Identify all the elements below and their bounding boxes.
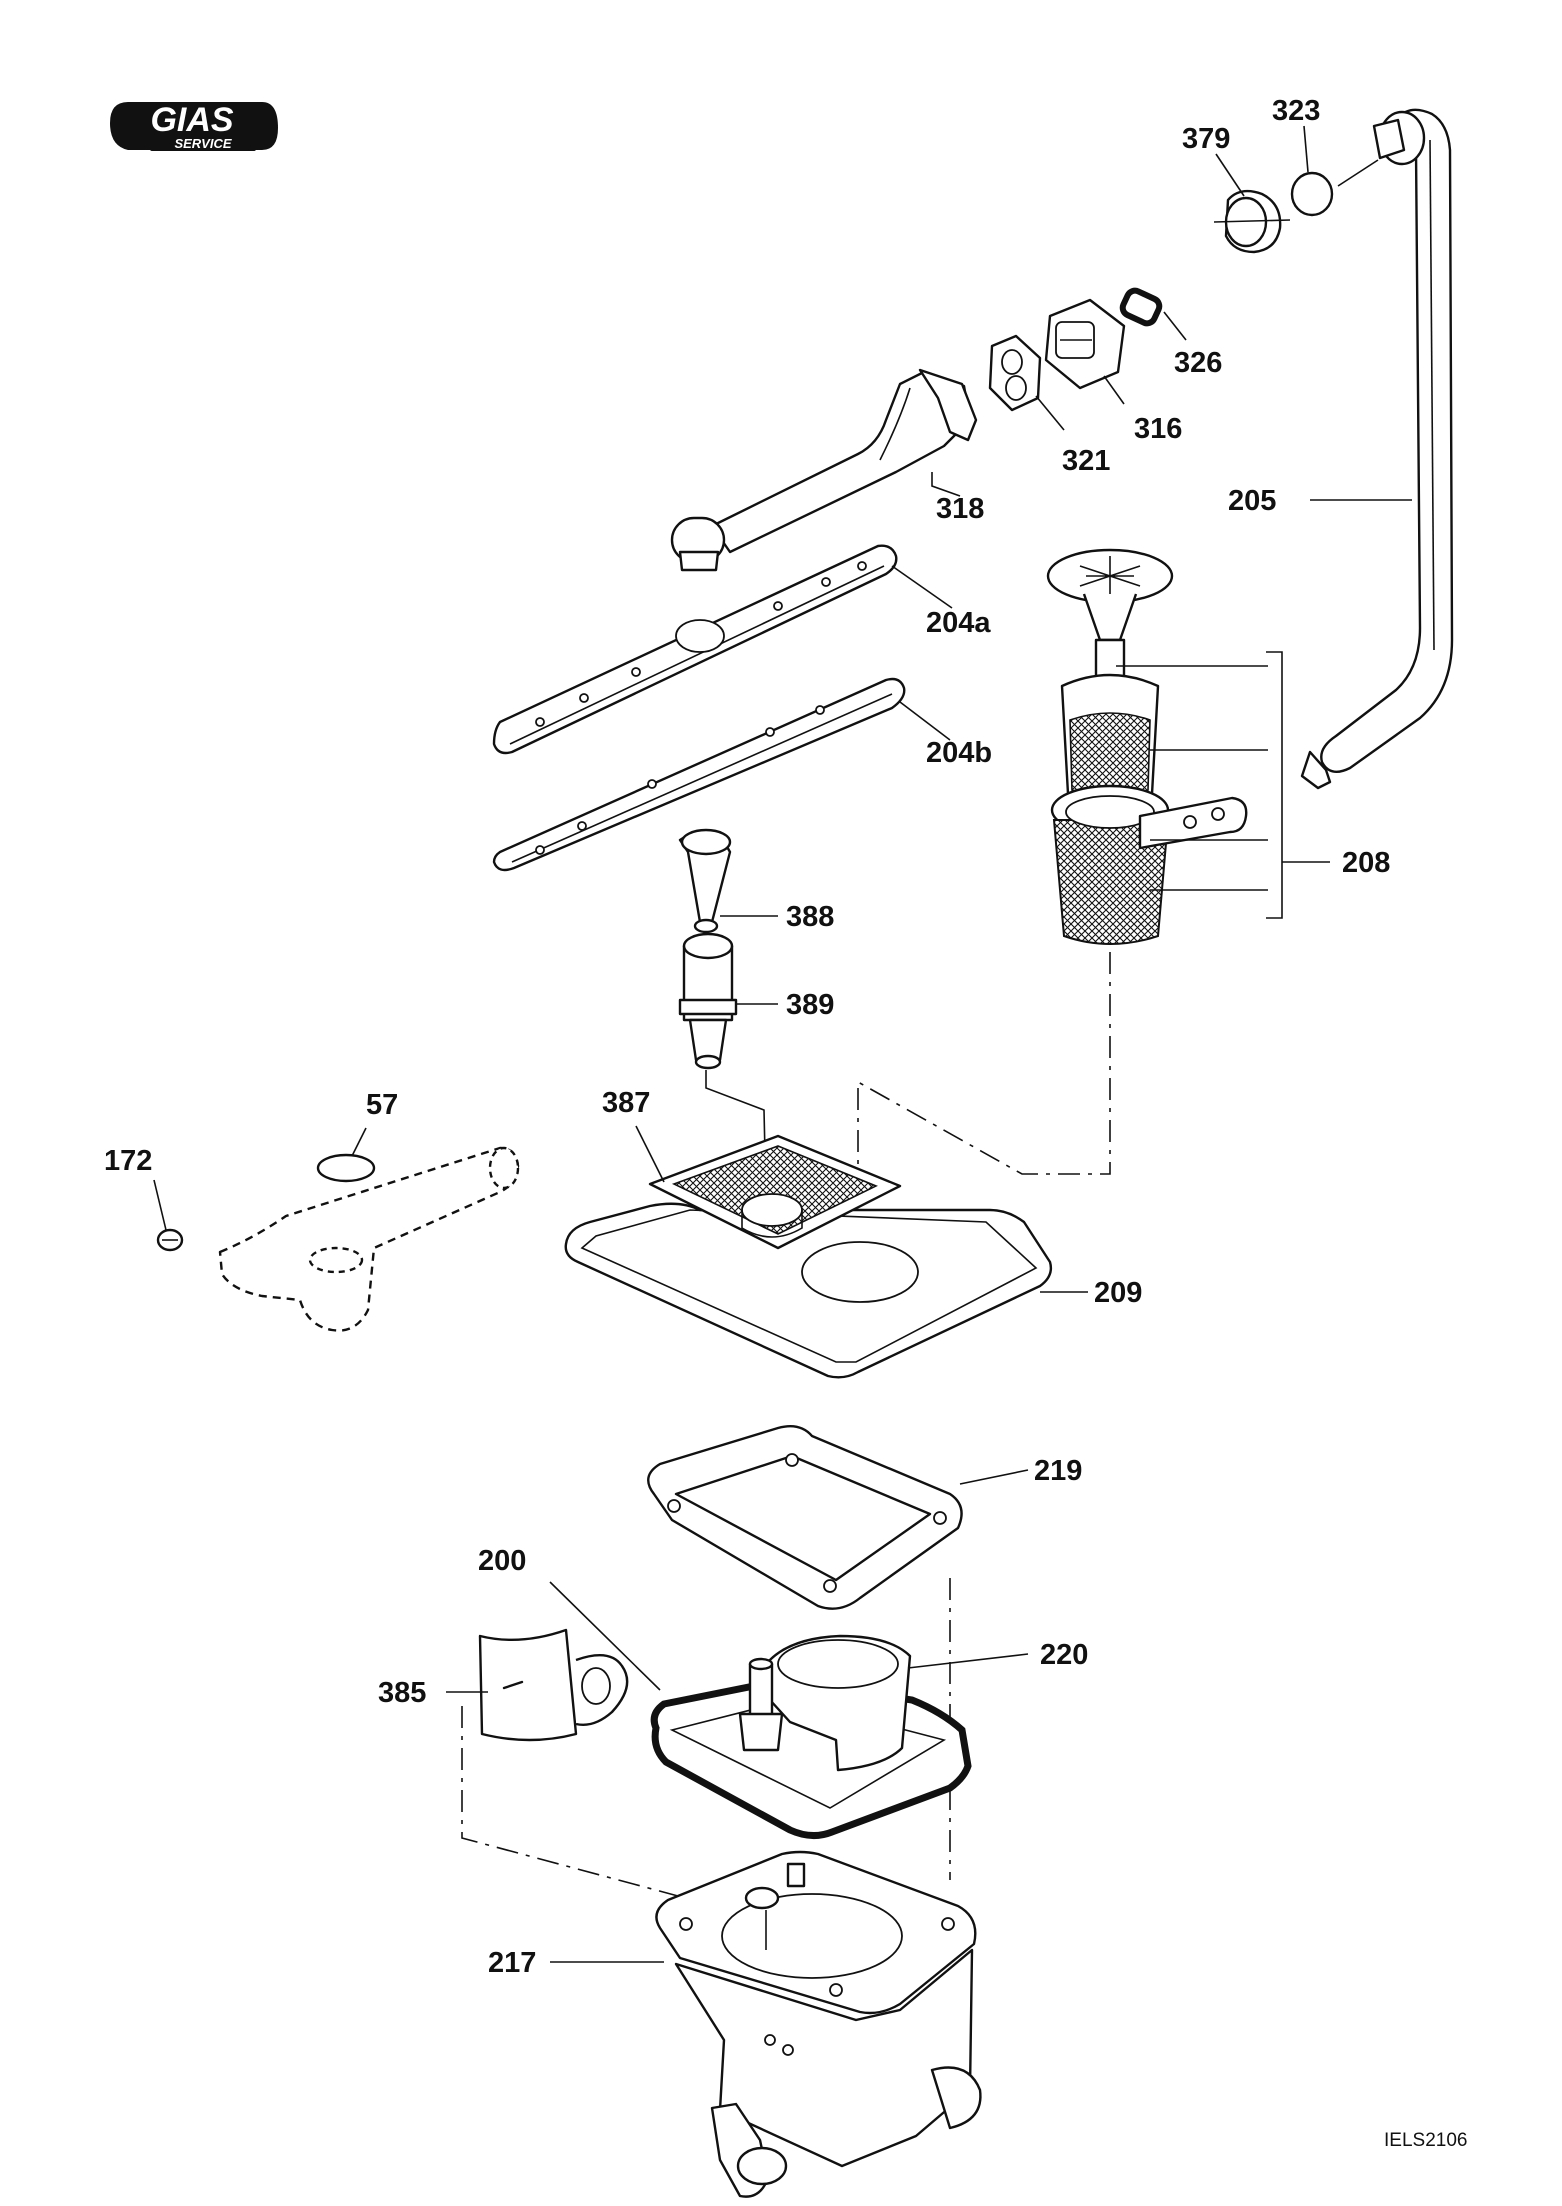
part-204a-spray-arm bbox=[492, 544, 898, 755]
label-389: 389 bbox=[786, 989, 834, 1021]
part-318-tube bbox=[670, 368, 978, 572]
part-387-mesh bbox=[648, 1134, 902, 1250]
label-172: 172 bbox=[104, 1145, 152, 1177]
part-209-cover bbox=[564, 1202, 1053, 1379]
axis-379-205 bbox=[1337, 159, 1379, 187]
label-205: 205 bbox=[1228, 485, 1276, 517]
label-219: 219 bbox=[1034, 1455, 1082, 1487]
part-388-nozzle bbox=[678, 828, 732, 934]
gias-service-logo: GIAS SERVICE bbox=[110, 101, 278, 151]
label-204a: 204a bbox=[926, 607, 991, 639]
part-323-ring bbox=[1290, 171, 1334, 217]
label-385: 385 bbox=[378, 1677, 426, 1709]
part-220-insert bbox=[738, 1634, 912, 1772]
label-323: 323 bbox=[1272, 95, 1320, 127]
part-219-frame bbox=[647, 1425, 963, 1610]
label-208: 208 bbox=[1342, 847, 1390, 879]
drawing-code: IELS2106 bbox=[1384, 2130, 1467, 2151]
part-208-filter bbox=[1046, 548, 1248, 945]
label-209: 209 bbox=[1094, 1277, 1142, 1309]
bracket-208 bbox=[1116, 651, 1330, 919]
part-57-ring bbox=[316, 1153, 376, 1183]
part-217-housing bbox=[655, 1850, 982, 2198]
part-389-coupling bbox=[678, 932, 738, 1070]
label-204b: 204b bbox=[926, 737, 992, 769]
part-205-pipe bbox=[1300, 108, 1454, 790]
part-385-block bbox=[478, 1628, 629, 1742]
hose-assembly bbox=[218, 1146, 520, 1332]
label-217: 217 bbox=[488, 1947, 536, 1979]
part-321-gasket bbox=[988, 334, 1042, 412]
logo-subtitle: SERVICE bbox=[174, 136, 231, 151]
logo-brand: GIAS bbox=[150, 101, 233, 139]
label-57: 57 bbox=[366, 1089, 398, 1121]
label-200: 200 bbox=[478, 1545, 526, 1577]
part-labels: 379 323 326 316 321 318 205 204a 204b 20… bbox=[104, 95, 1390, 1979]
part-172-clamp bbox=[156, 1228, 184, 1252]
label-316: 316 bbox=[1134, 413, 1182, 445]
part-316-connector bbox=[1044, 298, 1126, 390]
label-220: 220 bbox=[1040, 1639, 1088, 1671]
label-321: 321 bbox=[1062, 445, 1110, 477]
label-318: 318 bbox=[936, 493, 984, 525]
part-379-nut bbox=[1213, 189, 1291, 254]
leader-lines bbox=[153, 125, 1412, 1963]
label-326: 326 bbox=[1174, 347, 1222, 379]
part-326-seal bbox=[1119, 287, 1163, 327]
label-379: 379 bbox=[1182, 123, 1230, 155]
label-388: 388 bbox=[786, 901, 834, 933]
part-204b-spray-arm bbox=[492, 677, 906, 872]
assembly-line-filter bbox=[857, 952, 1111, 1268]
label-387: 387 bbox=[602, 1087, 650, 1119]
